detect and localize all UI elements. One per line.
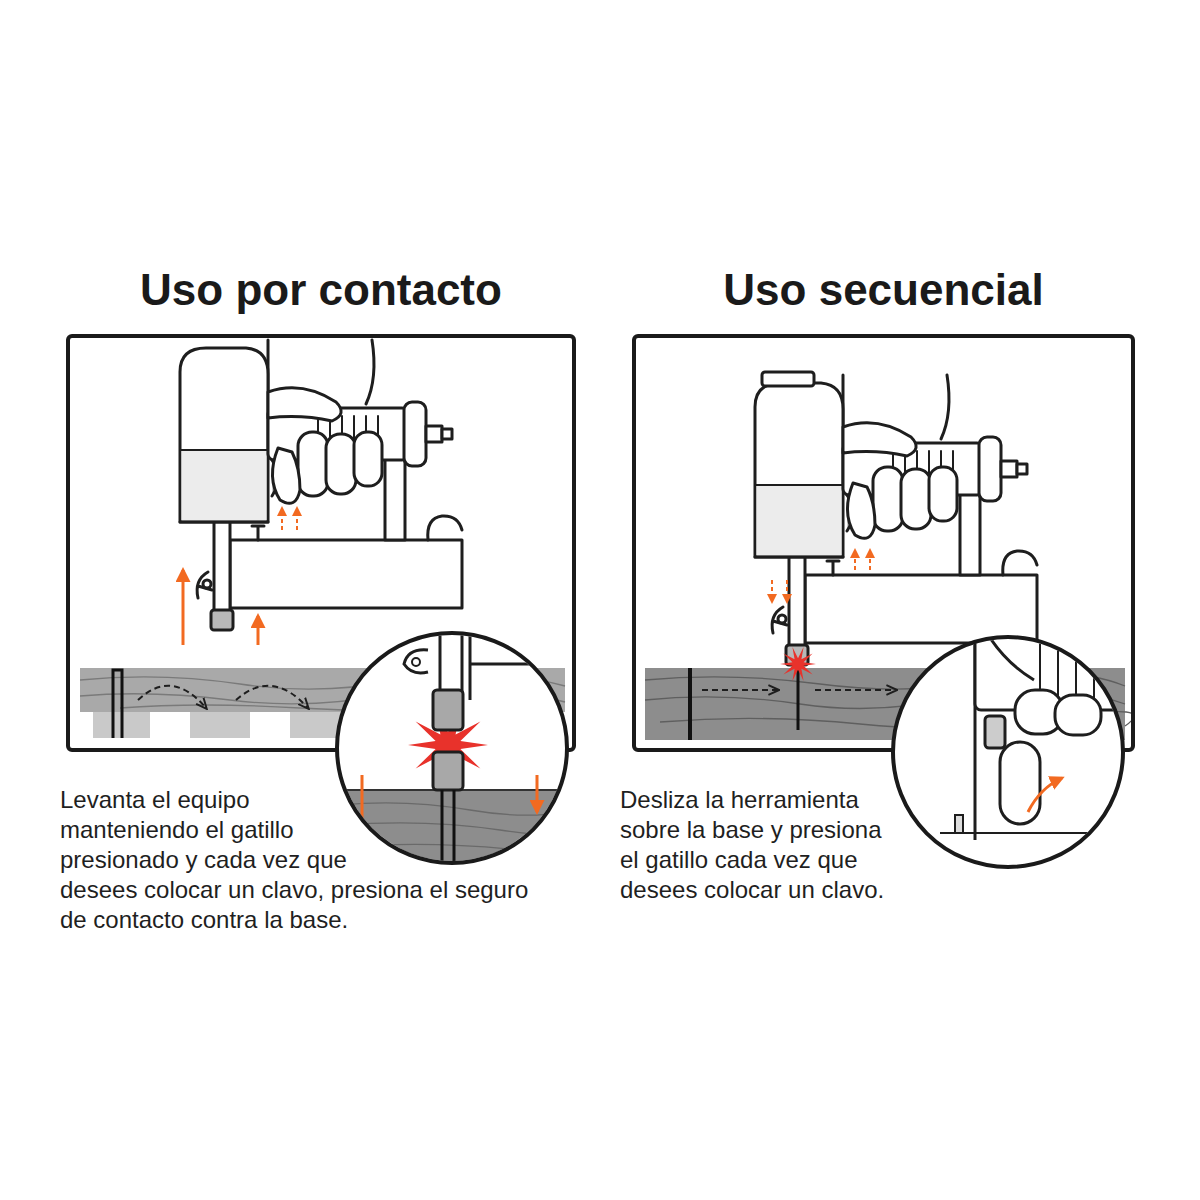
magnifier-detail-part bbox=[433, 752, 463, 790]
board-part bbox=[113, 670, 122, 738]
magnifier-detail-part bbox=[1000, 742, 1040, 824]
magnifier-detail-part bbox=[361, 775, 364, 845]
magnifier-detail-part bbox=[1055, 695, 1101, 735]
magnifier-detail bbox=[940, 630, 1145, 840]
motion-arrow-part bbox=[702, 689, 778, 691]
motion-arrow bbox=[702, 689, 896, 691]
lift-arrow-part bbox=[182, 570, 185, 645]
press-arrow-part bbox=[869, 550, 871, 570]
board-part bbox=[688, 668, 692, 740]
caption-block: Desliza la herramienta sobre la base y p… bbox=[620, 785, 1120, 905]
magnifier-detail bbox=[330, 630, 590, 870]
gun-cap bbox=[762, 372, 814, 386]
magnifier-detail-part bbox=[985, 716, 1005, 748]
press-arrow-part bbox=[854, 550, 856, 570]
magnifier-detail-part bbox=[404, 650, 428, 673]
impact-burst bbox=[780, 647, 816, 681]
motion-arrow bbox=[138, 686, 308, 708]
caption-text: Desliza la herramienta sobre la base y p… bbox=[620, 786, 884, 903]
board-part bbox=[797, 668, 800, 730]
magnifier-detail-part bbox=[1028, 778, 1062, 812]
panel-frame: Uso por contactoLevanta el equipo manten… bbox=[68, 336, 574, 750]
panel-heading: Uso por contacto bbox=[28, 264, 614, 316]
lift-arrow-part bbox=[257, 616, 260, 645]
board-part bbox=[190, 712, 250, 738]
nail-gun bbox=[180, 340, 462, 630]
magnifier bbox=[893, 637, 1123, 867]
lift-arrow-part bbox=[296, 508, 298, 530]
magnifier-detail-part bbox=[440, 630, 590, 700]
motion-arrow-part bbox=[236, 686, 308, 708]
magnifier-detail-part bbox=[412, 658, 420, 666]
panel-frame: Uso secuencialDesliza la herramienta sob… bbox=[634, 336, 1133, 750]
press-arrow-part bbox=[786, 580, 788, 602]
magnifier-detail-part bbox=[955, 815, 963, 833]
motion-arrow-part bbox=[138, 686, 206, 708]
lift-arrow-part bbox=[281, 508, 283, 530]
lift-arrow bbox=[183, 508, 297, 645]
magnifier-detail-part bbox=[442, 790, 454, 862]
magnifier-detail-part bbox=[433, 690, 463, 730]
magnifier bbox=[337, 633, 567, 863]
motion-arrow-part bbox=[815, 689, 896, 691]
magnifier-detail-part bbox=[536, 775, 539, 812]
wrap-spacer bbox=[900, 785, 1120, 897]
caption-text: Levanta el equipo manteniendo el gatillo… bbox=[60, 786, 528, 933]
press-arrow-part bbox=[771, 580, 773, 602]
caption-block: Levanta el equipo manteniendo el gatillo… bbox=[60, 785, 530, 935]
press-arrow bbox=[772, 550, 870, 602]
panel-heading: Uso secuencial bbox=[594, 264, 1173, 316]
panel-frame bbox=[634, 336, 1133, 750]
nail-gun bbox=[755, 375, 1037, 665]
